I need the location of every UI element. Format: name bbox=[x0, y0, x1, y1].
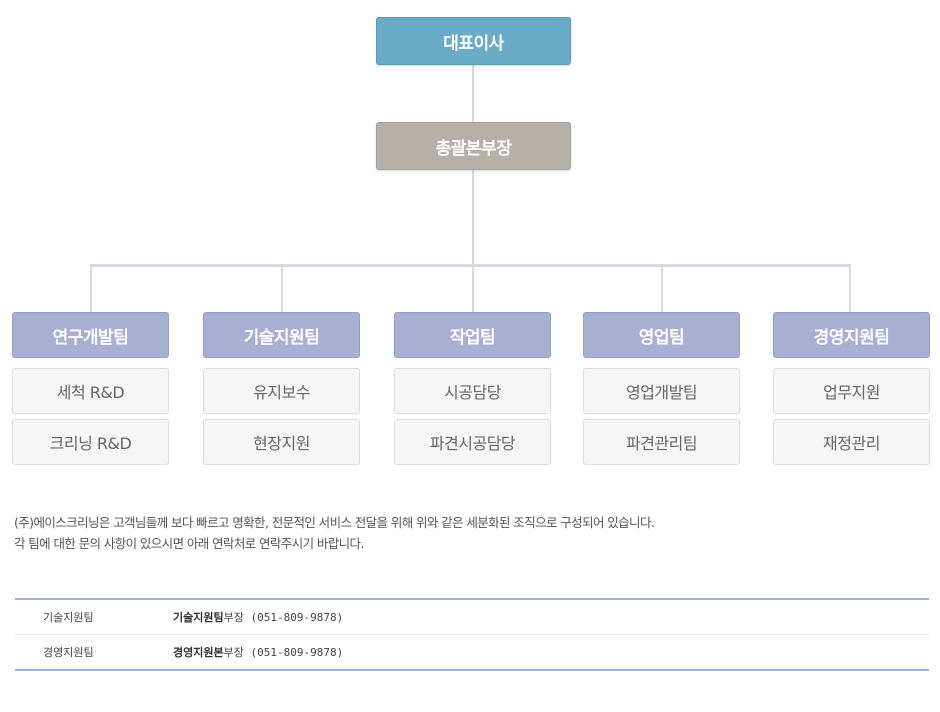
connector-horizontal-bus bbox=[90, 264, 850, 267]
node-team-work: 작업팀 bbox=[394, 312, 551, 358]
node-unit-sales-development: 영업개발팀 bbox=[583, 368, 740, 414]
contact-strong: 기술지원팀 bbox=[173, 611, 224, 624]
connector-team-4 bbox=[661, 264, 663, 312]
node-unit-cleaning-rnd: 세척 R&D bbox=[12, 368, 169, 414]
node-unit-business-support: 업무지원 bbox=[773, 368, 930, 414]
node-team-tech-support: 기술지원팀 bbox=[203, 312, 360, 358]
contact-detail: 경영지원본부장 (051-809-9878) bbox=[173, 644, 343, 660]
description-line-2: 각 팀에 대한 문의 사항이 있으시면 아래 연락처로 연락주시기 바랍니다. bbox=[14, 536, 364, 551]
contact-strong: 경영지원본 bbox=[173, 646, 224, 659]
connector-ceo-gm bbox=[472, 65, 474, 122]
description-text: (주)에이스크리닝은 고객님들께 보다 빠르고 명확한, 전문적인 서비스 전달… bbox=[14, 512, 924, 554]
node-unit-cleaning-rnd-2: 크리닝 R&D bbox=[12, 419, 169, 465]
contact-phone: 부장 (051-809-9878) bbox=[223, 611, 344, 624]
node-unit-field-support: 현장지원 bbox=[203, 419, 360, 465]
node-unit-dispatch-construction: 파견시공담당 bbox=[394, 419, 551, 465]
node-unit-dispatch-management: 파견관리팀 bbox=[583, 419, 740, 465]
contact-table: 기술지원팀 기술지원팀부장 (051-809-9878) 경영지원팀 경영지원본… bbox=[15, 598, 929, 671]
description-line-1: (주)에이스크리닝은 고객님들께 보다 빠르고 명확한, 전문적인 서비스 전달… bbox=[14, 515, 655, 530]
connector-team-2 bbox=[281, 264, 283, 312]
contact-team: 경영지원팀 bbox=[43, 646, 94, 659]
connector-team-1 bbox=[90, 264, 92, 312]
node-team-management-support: 경영지원팀 bbox=[773, 312, 930, 358]
node-unit-maintenance: 유지보수 bbox=[203, 368, 360, 414]
contact-team: 기술지원팀 bbox=[43, 611, 94, 624]
contact-detail: 기술지원팀부장 (051-809-9878) bbox=[173, 609, 343, 625]
contact-phone: 부장 (051-809-9878) bbox=[223, 646, 344, 659]
connector-team-3 bbox=[472, 264, 474, 312]
node-team-sales: 영업팀 bbox=[583, 312, 740, 358]
node-team-rnd: 연구개발팀 bbox=[12, 312, 169, 358]
connector-team-5 bbox=[849, 264, 851, 312]
node-general-manager: 총괄본부장 bbox=[376, 122, 571, 170]
contact-row: 경영지원팀 경영지원본부장 (051-809-9878) bbox=[15, 634, 929, 669]
contact-row: 기술지원팀 기술지원팀부장 (051-809-9878) bbox=[15, 600, 929, 634]
connector-gm-bus bbox=[472, 170, 474, 265]
node-ceo: 대표이사 bbox=[376, 17, 571, 65]
node-unit-construction: 시공담당 bbox=[394, 368, 551, 414]
node-unit-finance: 재정관리 bbox=[773, 419, 930, 465]
